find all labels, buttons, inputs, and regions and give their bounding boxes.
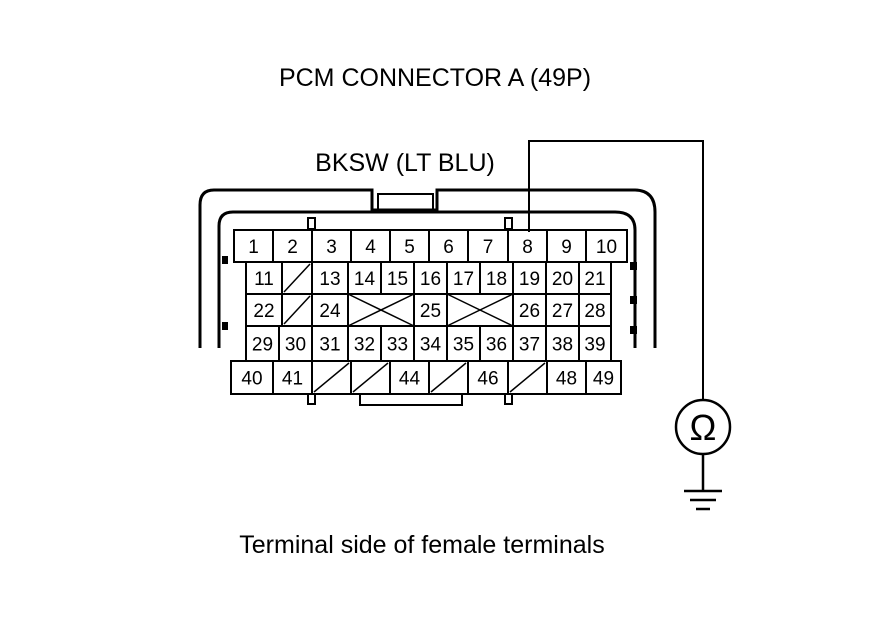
terminal-31: 31	[319, 335, 340, 356]
terminal-13: 13	[319, 269, 340, 290]
terminal-9: 9	[561, 237, 572, 258]
terminal-38: 38	[552, 335, 573, 356]
terminal-49: 49	[593, 369, 614, 390]
terminal-17: 17	[453, 269, 474, 290]
unused-terminal-slash	[509, 362, 546, 393]
terminal-7: 7	[483, 237, 494, 258]
probe-wire	[528, 140, 704, 400]
terminal-19: 19	[519, 269, 540, 290]
ohmmeter-symbol: Ω	[690, 407, 717, 448]
terminal-26: 26	[519, 301, 540, 322]
terminal-25: 25	[420, 301, 441, 322]
unused-terminal-slash	[430, 362, 467, 393]
terminal-2: 2	[287, 237, 298, 258]
terminal-37: 37	[519, 335, 540, 356]
terminal-10: 10	[596, 237, 617, 258]
terminal-15: 15	[387, 269, 408, 290]
ohmmeter-icon: Ω	[674, 398, 732, 456]
terminal-44: 44	[399, 369, 421, 390]
terminal-4: 4	[365, 237, 376, 258]
terminal-3: 3	[326, 237, 337, 258]
bottom-tab	[359, 394, 463, 406]
unused-terminal-slash	[283, 263, 311, 293]
unused-terminal-cross	[347, 293, 415, 327]
terminal-27: 27	[552, 301, 573, 322]
terminal-34: 34	[420, 335, 442, 356]
terminal-30: 30	[285, 335, 306, 356]
terminal-28: 28	[584, 301, 605, 322]
terminal-20: 20	[552, 269, 573, 290]
terminal-39: 39	[584, 335, 605, 356]
terminal-32: 32	[354, 335, 375, 356]
terminal-48: 48	[556, 369, 577, 390]
terminal-22: 22	[253, 301, 274, 322]
terminal-row	[230, 360, 622, 395]
wire-label: BKSW (LT BLU)	[315, 149, 495, 177]
terminal-40: 40	[241, 369, 262, 390]
side-latches	[222, 256, 637, 334]
unused-terminal-cross	[446, 293, 514, 327]
terminal-5: 5	[404, 237, 415, 258]
terminal-33: 33	[387, 335, 408, 356]
unused-terminal-slash	[313, 362, 350, 393]
terminal-18: 18	[486, 269, 507, 290]
terminal-35: 35	[453, 335, 474, 356]
terminal-1: 1	[248, 237, 259, 258]
terminal-14: 14	[354, 269, 376, 290]
unused-terminal-slash	[352, 362, 389, 393]
terminal-16: 16	[420, 269, 441, 290]
terminal-46: 46	[477, 369, 498, 390]
diagram-title: PCM CONNECTOR A (49P)	[279, 64, 591, 92]
terminal-29: 29	[252, 335, 273, 356]
diagram-caption: Terminal side of female terminals	[239, 531, 604, 559]
terminal-24: 24	[319, 301, 341, 322]
terminal-11: 11	[254, 269, 274, 290]
terminal-6: 6	[443, 237, 454, 258]
locking-tab	[377, 193, 434, 211]
terminal-36: 36	[486, 335, 507, 356]
ground-icon	[684, 454, 722, 511]
unused-terminal-slash	[283, 295, 311, 325]
terminal-21: 21	[584, 269, 605, 290]
terminal-8: 8	[522, 237, 533, 258]
terminal-41: 41	[282, 369, 303, 390]
